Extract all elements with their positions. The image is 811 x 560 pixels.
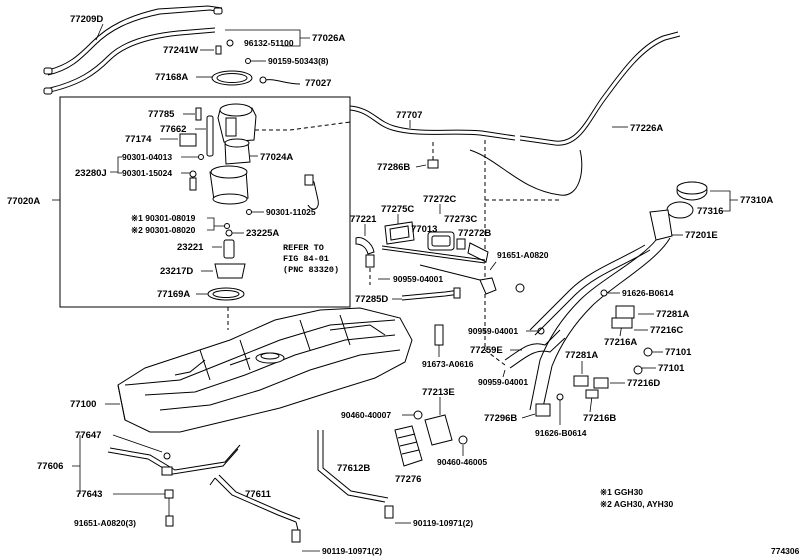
- fuel-cap: [666, 181, 708, 219]
- refer-to-line1: REFER TO: [283, 243, 324, 253]
- label-77209d: 77209D: [70, 14, 103, 25]
- label-77169a: 77169A: [157, 289, 190, 300]
- label-77272b: 77272B: [458, 228, 491, 239]
- label-23225a: 23225A: [246, 228, 279, 239]
- strap-77611: [209, 474, 301, 543]
- label-77221: 77221: [350, 214, 377, 225]
- diagram-id: 774306: [771, 546, 800, 556]
- label-77259e: 77259E: [470, 345, 503, 356]
- strap-77606: [107, 444, 241, 476]
- label-77286b: 77286B: [377, 162, 410, 173]
- label-77168a: 77168A: [155, 72, 188, 83]
- label-91673-a0616: 91673-A0616: [422, 359, 474, 369]
- label-77013: 77013: [411, 224, 437, 235]
- label-90301-08019: ※1 90301-08019: [131, 213, 196, 223]
- fuel-tank: [117, 307, 413, 433]
- label-77213e: 77213E: [422, 387, 455, 398]
- label-77272c: 77272C: [423, 194, 456, 205]
- label-77101-a: 77101: [665, 347, 692, 358]
- label-90460-40007: 90460-40007: [341, 410, 391, 420]
- refer-to-line2: FIG 84-01: [283, 254, 329, 264]
- label-77281a-a: 77281A: [656, 309, 689, 320]
- label-77026a: 77026A: [312, 33, 345, 44]
- label-90119-10971-2-a: 90119-10971(2): [322, 546, 382, 556]
- label-77020a: 77020A: [7, 196, 40, 207]
- label-90959-04001-b: 90959-04001: [468, 326, 518, 336]
- label-77785: 77785: [148, 109, 175, 120]
- fuel-line-77209d: [43, 5, 223, 95]
- label-77241w: 77241W: [163, 45, 198, 56]
- note-ggh30: ※1 GGH30: [600, 487, 643, 497]
- label-90119-10971-2-b: 90119-10971(2): [413, 518, 473, 528]
- label-77216d: 77216D: [627, 378, 660, 389]
- label-77273c: 77273C: [444, 214, 477, 225]
- label-77276: 77276: [395, 474, 421, 485]
- label-91626-b0614-a: 91626-B0614: [622, 288, 674, 298]
- label-90959-04001-a: 90959-04001: [393, 274, 443, 284]
- fuel-pump-assembly-box: [59, 96, 351, 308]
- label-23221: 23221: [177, 242, 204, 253]
- label-77296b: 77296B: [484, 413, 517, 424]
- label-77174: 77174: [125, 134, 152, 145]
- label-77100: 77100: [70, 399, 96, 410]
- label-77285d: 77285D: [355, 294, 388, 305]
- note-agh30-ayh30: ※2 AGH30, AYH30: [600, 499, 674, 509]
- label-23280j: 23280J: [75, 168, 107, 179]
- label-77024a: 77024A: [260, 152, 293, 163]
- filler-hose-77276: [394, 425, 423, 467]
- label-77647: 77647: [75, 430, 101, 441]
- label-77281a-b: 77281A: [565, 350, 598, 361]
- label-77612b: 77612B: [337, 463, 370, 474]
- strap-77612b: [317, 430, 394, 519]
- label-91626-b0614-b: 91626-B0614: [535, 428, 587, 438]
- label-77216c: 77216C: [650, 325, 683, 336]
- refer-to-line3: (PNC 83320): [283, 265, 339, 275]
- label-77643: 77643: [76, 489, 102, 500]
- label-90301-04013: 90301-04013: [122, 152, 172, 162]
- label-90959-04001-c: 90959-04001: [478, 377, 528, 387]
- label-77101-b: 77101: [658, 363, 685, 374]
- label-90301-08020: ※2 90301-08020: [131, 225, 196, 235]
- label-91651-a0820: 91651-A0820: [497, 250, 549, 260]
- label-90301-11025: 90301-11025: [266, 207, 316, 217]
- fuel-pump-module: [209, 103, 257, 205]
- label-90301-15024: 90301-15024: [122, 168, 172, 178]
- label-77310a: 77310A: [740, 195, 773, 206]
- label-77275c: 77275C: [381, 204, 414, 215]
- label-96132-51100: 96132-51100: [244, 38, 294, 48]
- label-77606: 77606: [37, 461, 63, 472]
- label-90460-46005: 90460-46005: [437, 457, 487, 467]
- label-77707: 77707: [396, 110, 422, 121]
- label-23217d: 23217D: [160, 266, 193, 277]
- label-90159-50343: 90159-50343(8): [268, 56, 329, 66]
- label-77027: 77027: [305, 78, 331, 89]
- label-77611: 77611: [245, 489, 272, 500]
- label-77216b: 77216B: [583, 413, 616, 424]
- label-77316: 77316: [697, 206, 723, 217]
- filler-pipe: [529, 209, 673, 413]
- label-77226a: 77226A: [630, 123, 663, 134]
- label-91651-a0820-3: 91651-A0820(3): [74, 518, 136, 528]
- label-77201e: 77201E: [685, 230, 718, 241]
- label-77216a: 77216A: [604, 337, 637, 348]
- label-77662: 77662: [160, 124, 186, 135]
